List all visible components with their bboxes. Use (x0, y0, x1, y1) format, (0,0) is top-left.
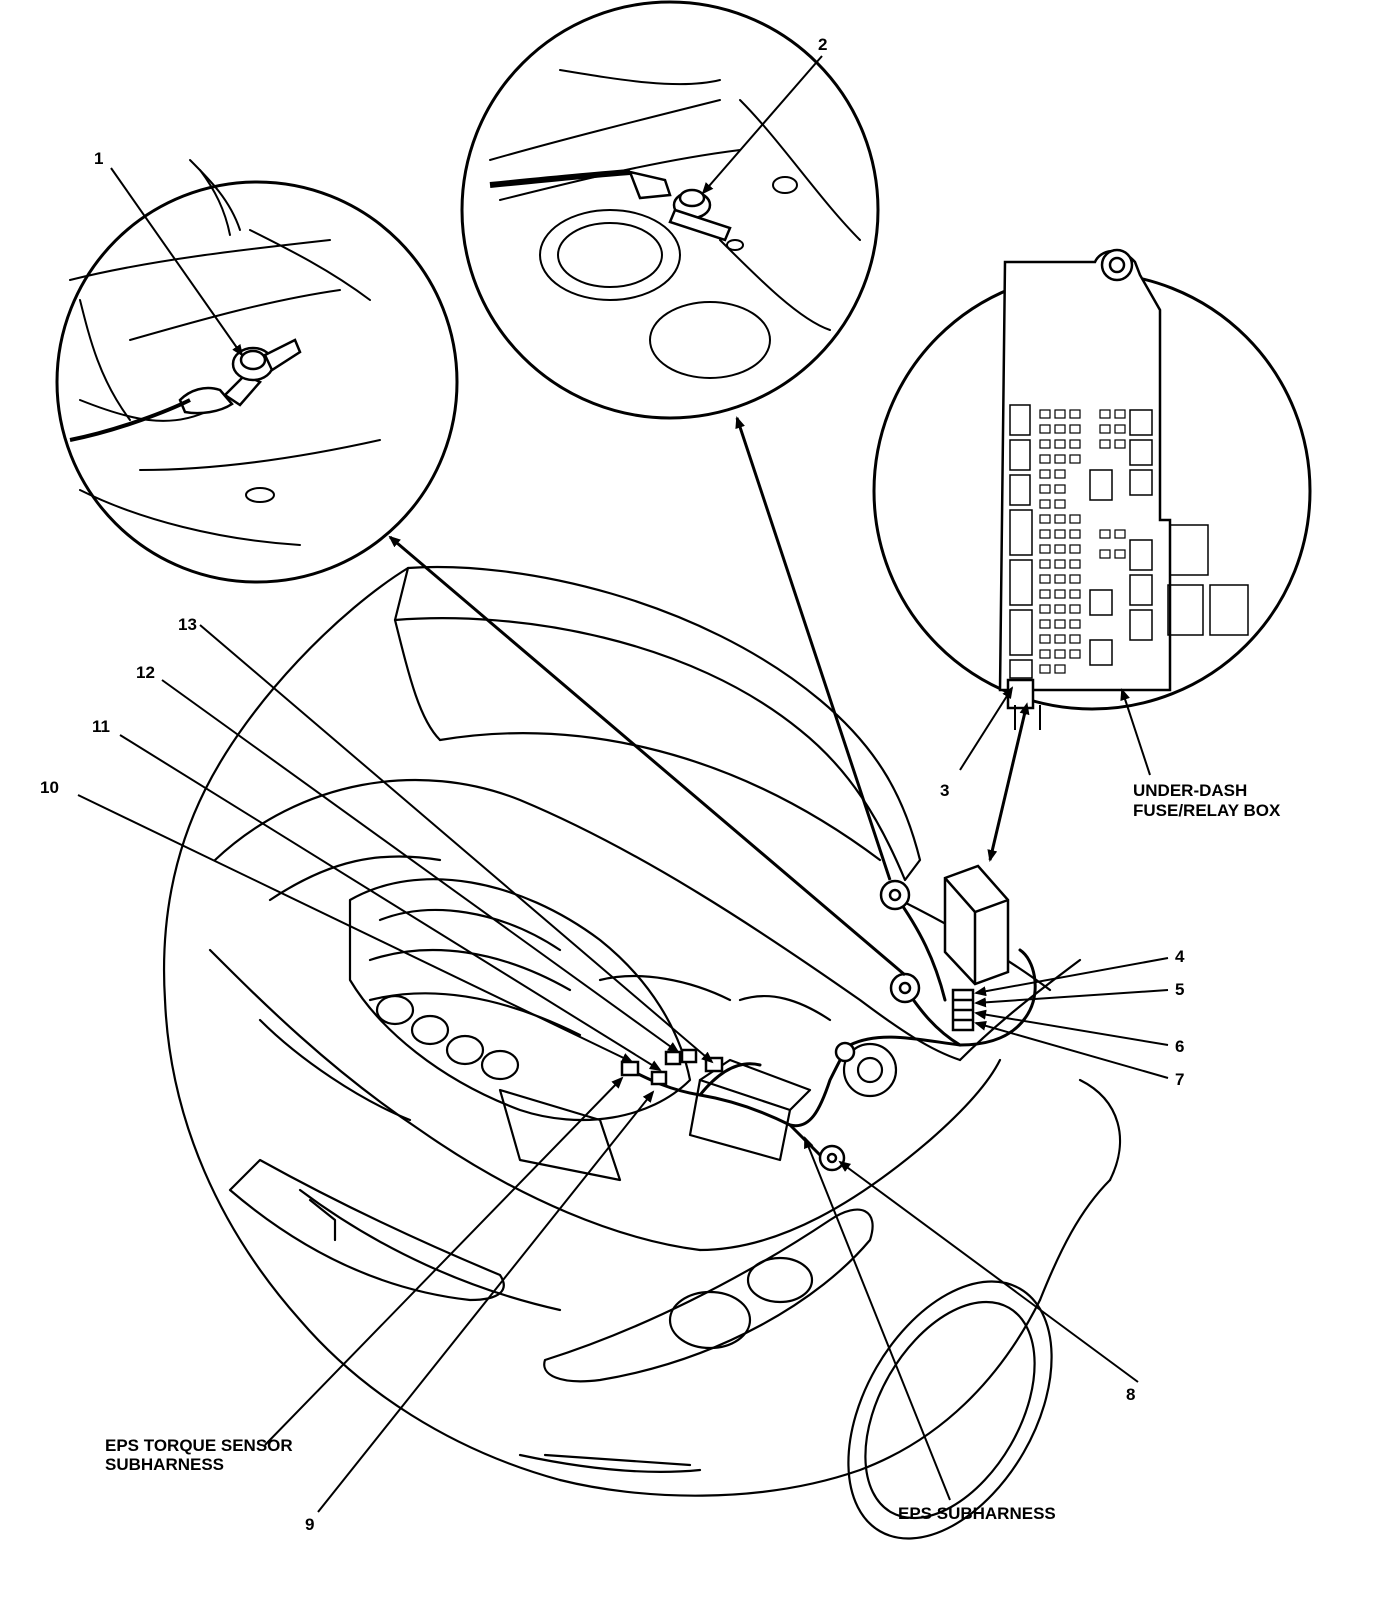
detail-view-ground-2 (460, 0, 880, 420)
callout-10: 10 (40, 778, 59, 797)
callout-5: 5 (1175, 980, 1184, 999)
callout-2: 2 (818, 35, 827, 54)
ground-bolt-markers (818, 879, 921, 1172)
callout-11: 11 (92, 717, 110, 736)
label-eps-subharness: EPS SUBHARNESS (898, 1504, 1056, 1523)
callout-8: 8 (1126, 1385, 1135, 1404)
label-fuse-box-line1: UNDER-DASH (1133, 781, 1247, 800)
callout-leader-lines (77, 55, 1169, 1513)
label-fuse-box-line2: FUSE/RELAY BOX (1133, 801, 1281, 820)
callout-1: 1 (94, 149, 103, 168)
callout-7: 7 (1175, 1070, 1184, 1089)
callout-9: 9 (305, 1515, 314, 1534)
label-torque-sensor-line1: EPS TORQUE SENSOR (105, 1436, 293, 1455)
callout-4: 4 (1175, 947, 1185, 966)
harness-connectors (620, 1048, 724, 1086)
detail-view-ground-1 (55, 159, 459, 584)
detail-view-fuse-relay-box (872, 248, 1312, 730)
callout-6: 6 (1175, 1037, 1184, 1056)
callout-13: 13 (178, 615, 197, 634)
callout-3: 3 (940, 781, 949, 800)
label-torque-sensor-line2: SUBHARNESS (105, 1455, 224, 1474)
component-labels: UNDER-DASH FUSE/RELAY BOX EPS TORQUE SEN… (105, 781, 1281, 1523)
callout-12: 12 (136, 663, 155, 682)
callout-numbers: 1 2 3 4 5 6 7 8 9 10 11 12 13 (40, 35, 1185, 1534)
fuse-box-on-vehicle (943, 864, 1010, 1032)
detail-pointer-arrows (388, 416, 1030, 977)
